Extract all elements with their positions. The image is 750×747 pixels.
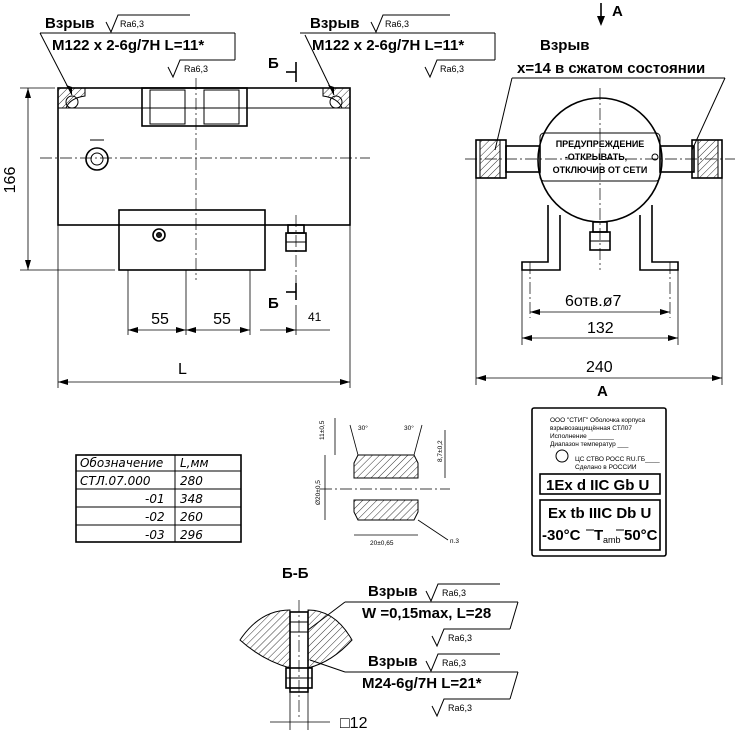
roughness-left-2: Ra6,3 (184, 64, 208, 74)
note-explosion-label-right: Взрыв (540, 37, 589, 54)
roughness-b2-2: Ra6,3 (448, 703, 472, 713)
roughness-mid-1: Ra6,3 (385, 19, 409, 29)
note-thread-spec-left: M122 x 2-6g/7H L=11* (52, 37, 204, 54)
warning-line1: ПРЕДУПРЕЖДЕНИЕ (556, 139, 645, 149)
nameplate-line5: ЦС СТВО РОСС RU.ГБ____ (575, 456, 660, 463)
warning-line2: -ОТКРЫВАТЬ, (565, 152, 627, 162)
dim-L: L (178, 361, 187, 378)
detail-dim-5: п.3 (450, 538, 459, 545)
note-gap-spec: W =0,15max, L=28 (362, 605, 491, 622)
dim-height: 166 (2, 167, 19, 194)
ex-marking-1: 1Ex d IIC Gb U (546, 477, 649, 494)
table-row-3-designation: -02 (145, 510, 165, 524)
front-view: 166 55 55 41 L Взрыв Ra6,3 M122 x 2-6g/7… (2, 14, 496, 388)
detail-dim-3: Ø20±0,5 (315, 480, 322, 505)
detail-dim-1: 11±0,5 (319, 420, 326, 440)
note-explosion-label-left: Взрыв (45, 15, 94, 32)
view-a-title: A (597, 383, 608, 400)
table-row-3-length: 260 (180, 510, 203, 524)
nameplate-line3: Исполнение _______ (550, 433, 614, 440)
note-explosion-label-b2: Взрыв (368, 653, 417, 670)
warning-line3: ОТКЛЮЧИВ ОТ СЕТИ (553, 165, 648, 175)
section-mark-top: Б (268, 55, 279, 72)
nameplate-line4: Диапазон температур ___ (550, 441, 629, 448)
note-explosion-label-b1: Взрыв (368, 583, 417, 600)
view-arrow-label: A (612, 3, 623, 20)
ex-temp-t: T (594, 527, 603, 544)
dim-square-12: □12 (340, 715, 368, 732)
detail-dim-4: 20±0,65 (370, 540, 394, 547)
ex-marking-2: Ex tb IIIC Db U (548, 505, 651, 522)
table-row-1-length: 280 (180, 474, 203, 488)
ex-temp-amb: amb (603, 535, 621, 545)
note-explosion-label-mid: Взрыв (310, 15, 359, 32)
nameplate-line1: ООО "СТИГ" Оболочка корпуса (550, 416, 646, 424)
dim-132: 132 (587, 320, 614, 337)
section-title: Б-Б (282, 565, 309, 582)
detail-dim-2: 8,7±0,2 (437, 440, 444, 462)
dim-holes: 6отв.ø7 (565, 293, 621, 310)
table-header-designation: Обозначение (80, 456, 163, 470)
roughness-left-1: Ra6,3 (120, 19, 144, 29)
roughness-b1-1: Ra6,3 (442, 588, 466, 598)
note-compressed-x: x=14 в сжатом состоянии (517, 60, 705, 77)
dim-240: 240 (586, 359, 613, 376)
note-thread-spec-mid: M122 x 2-6g/7H L=11* (312, 37, 464, 54)
roughness-b2-1: Ra6,3 (442, 658, 466, 668)
section-b-b: Б-Б □12 Взрыв Ra6,3 W =0,15max, L=28 Ra6… (239, 565, 519, 732)
side-view: A ПРЕДУПРЕЖДЕНИЕ -ОТКРЫВАТЬ, ОТКЛЮЧИВ ОТ… (465, 3, 735, 385)
dim-41: 41 (308, 310, 322, 324)
detail-angle-left: 30° (358, 424, 368, 432)
size-table: Обозначение L,мм СТЛ.07.000 280 -01 348 … (75, 454, 242, 543)
section-mark-bottom: Б (268, 295, 279, 312)
table-row-2-length: 348 (180, 492, 203, 506)
detail-angle-right: 30° (404, 424, 414, 432)
note-thread-spec-b2: M24-6g/7H L=21* (362, 675, 482, 692)
nameplate-view-a: A ООО "СТИГ" Оболочка корпуса взрывозащи… (531, 383, 667, 557)
table-row-1-designation: СТЛ.07.000 (80, 474, 151, 488)
nameplate-line6: Сделано в РОССИИ (575, 464, 637, 471)
roughness-b1-2: Ra6,3 (448, 633, 472, 643)
table-row-2-designation: -01 (145, 492, 165, 506)
nameplate-line2: взрывозащищённая СТЛ07 (550, 425, 632, 432)
dim-55-b: 55 (213, 311, 231, 328)
dim-55-a: 55 (151, 311, 169, 328)
roughness-mid-2: Ra6,3 (440, 64, 464, 74)
nut-detail: 30° 30° 11±0,5 Ø20±0,5 8,7±0,2 20±0,65 п… (315, 418, 459, 547)
table-header-length: L,мм (180, 456, 209, 470)
ex-temp-low: -30°C (542, 527, 581, 544)
table-row-4-length: 296 (180, 528, 203, 542)
ex-temp-high: 50°C (624, 527, 658, 544)
table-row-4-designation: -03 (145, 528, 165, 542)
